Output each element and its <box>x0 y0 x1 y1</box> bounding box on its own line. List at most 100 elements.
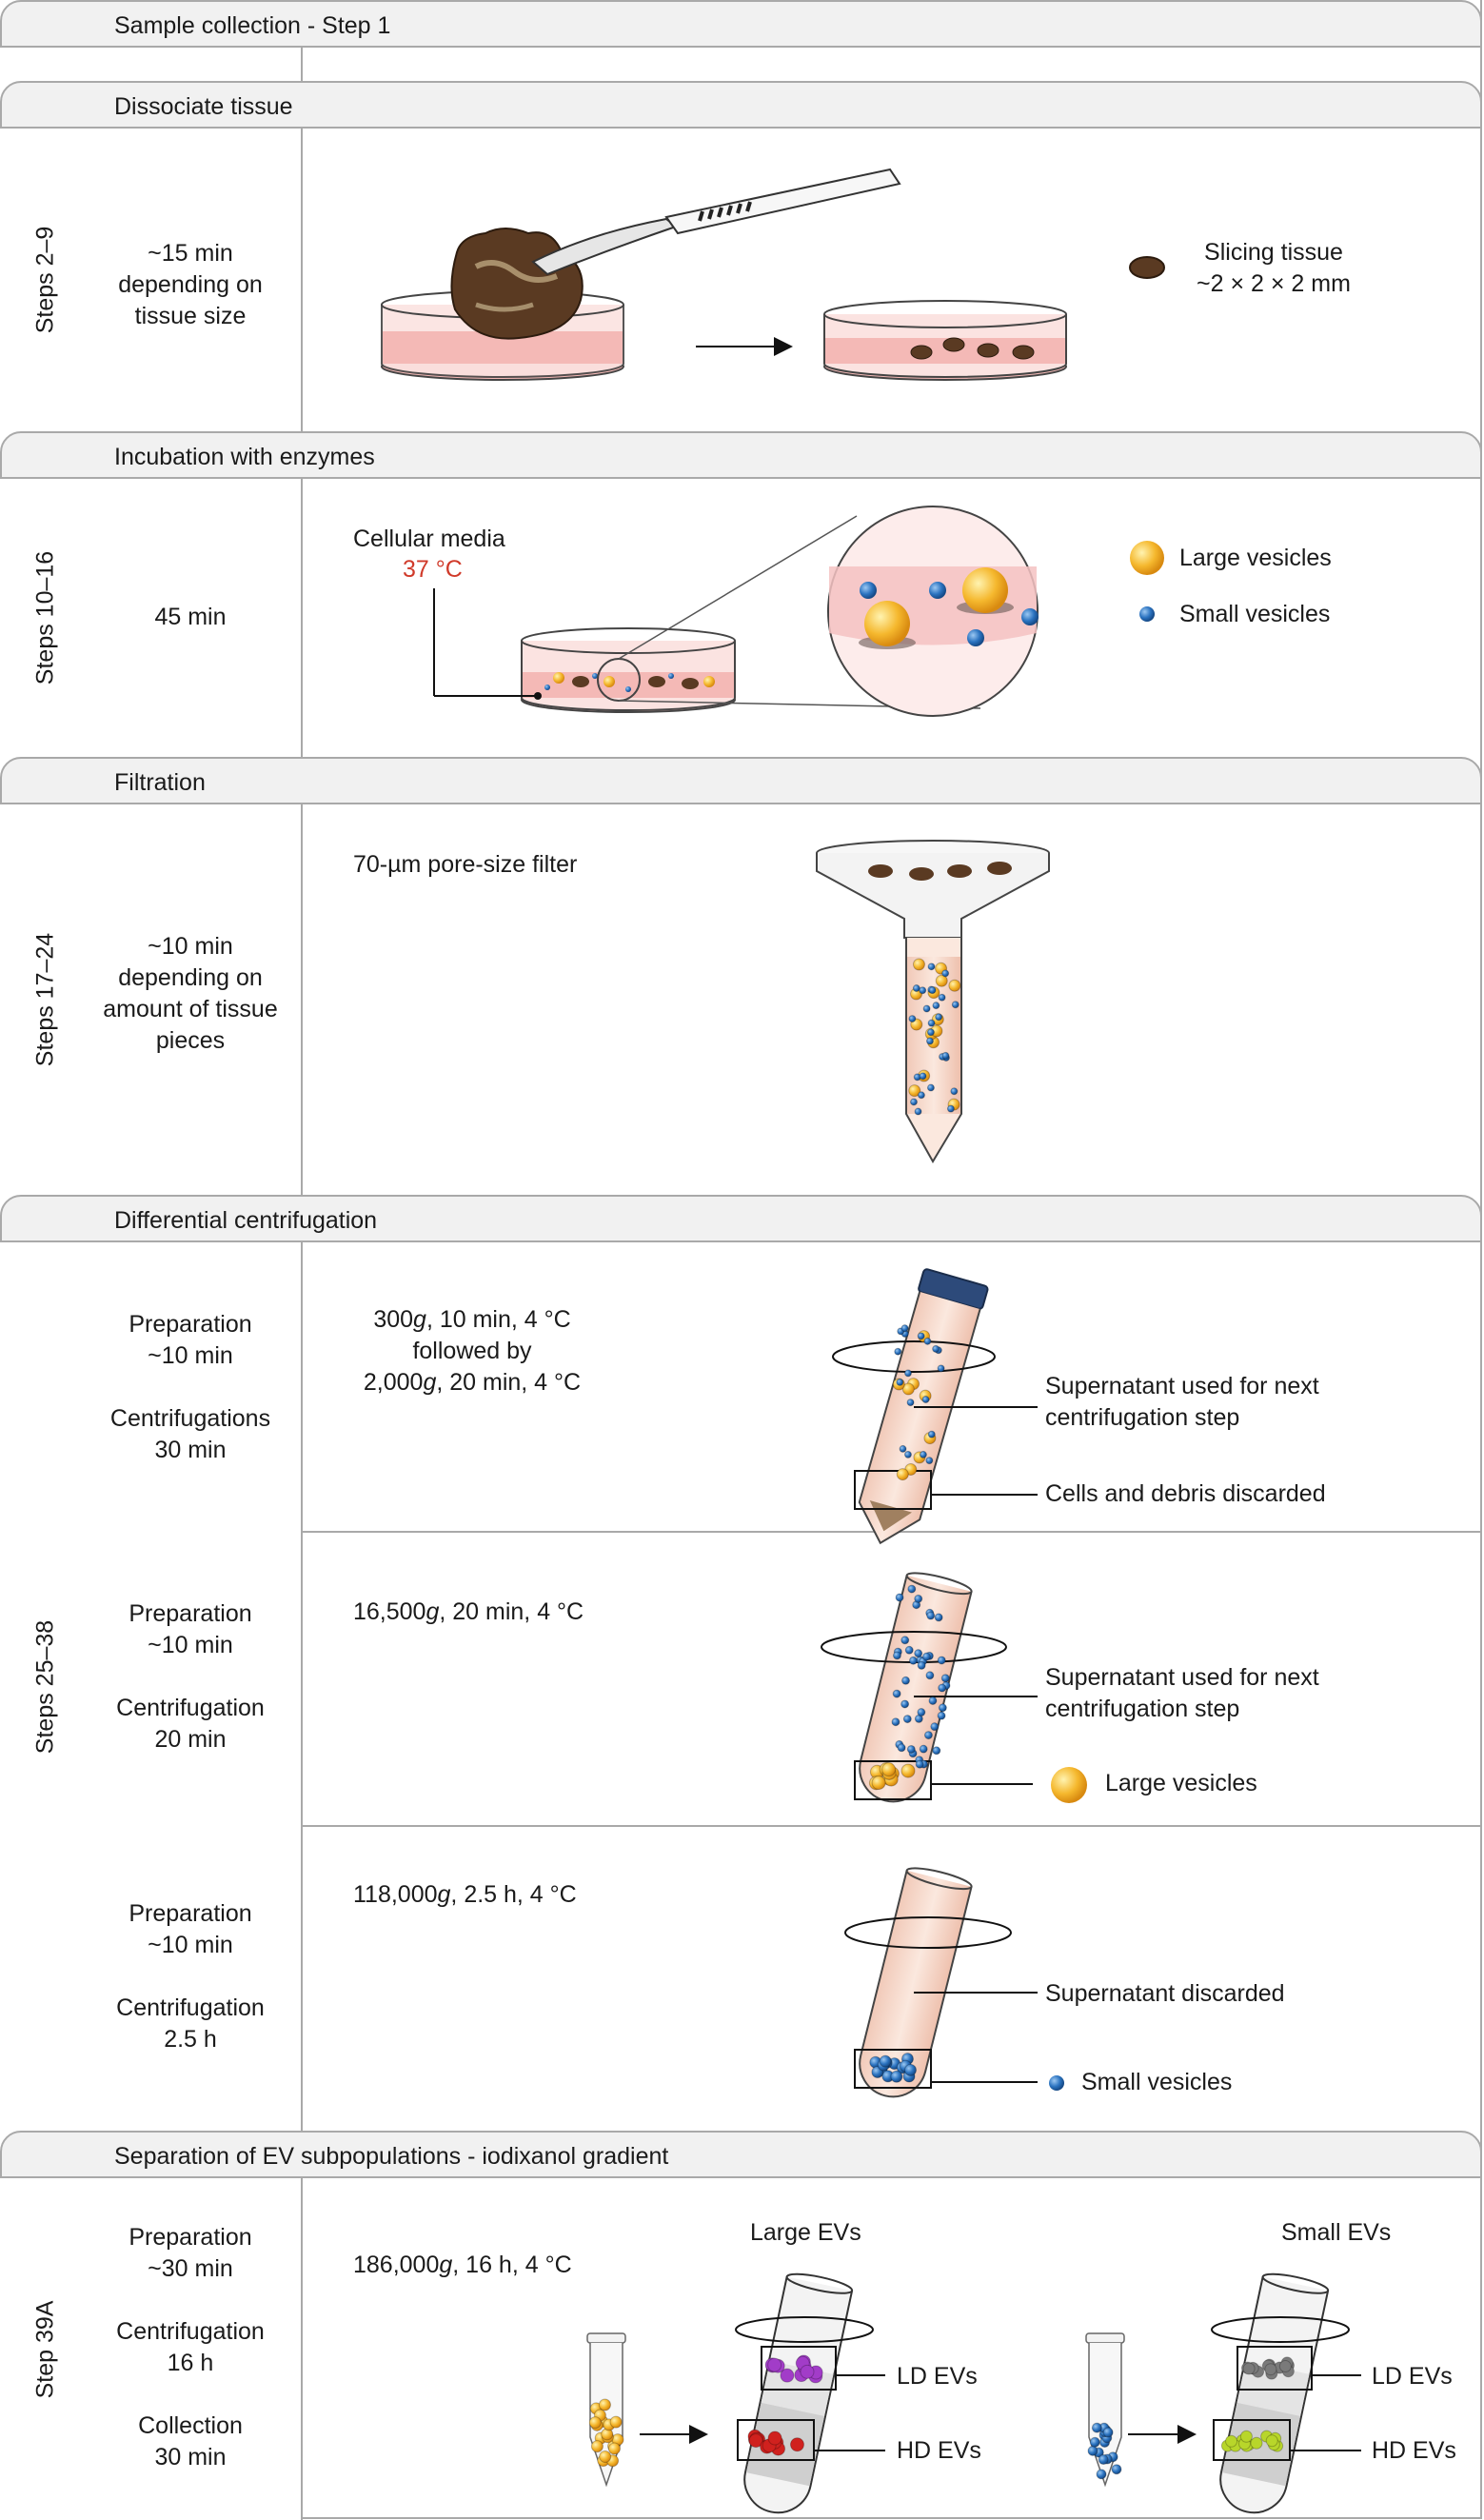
separation-conditions: 186,000g, 16 h, 4 °C <box>353 2252 572 2278</box>
small-vesicle <box>934 1613 943 1622</box>
section-title: Dissociate tissue <box>114 93 293 120</box>
small-vesicle <box>879 2054 892 2068</box>
small-vesicle <box>917 1091 925 1100</box>
cellular-media-label: Cellular media <box>353 526 505 552</box>
small-vesicle <box>919 1450 927 1458</box>
small-vesicle <box>912 984 920 993</box>
small-vesicle <box>938 1683 947 1693</box>
centrifuge-tube-3 <box>859 1867 973 2098</box>
small-vesicle <box>917 1332 925 1340</box>
small-vesicle <box>941 969 950 978</box>
small-vesicle <box>1091 2422 1102 2433</box>
small-vesicle <box>921 1396 930 1404</box>
small-vesicle <box>914 1649 923 1658</box>
hd-evs-label-large: HD EVs <box>897 2437 981 2464</box>
hd-evs-label-small: HD EVs <box>1372 2437 1456 2464</box>
small-vesicle <box>919 1072 927 1081</box>
large-vesicle <box>598 2398 611 2411</box>
small-vesicle <box>927 962 936 971</box>
small-vesicles-pellet-label: Small vesicles <box>1081 2069 1233 2095</box>
small-vesicle-icon <box>1139 606 1155 622</box>
small-vesicle <box>908 1015 917 1023</box>
small-vesicle <box>946 1104 955 1113</box>
small-vesicle <box>904 1645 914 1655</box>
large-vesicles-pellet-label: Large vesicles <box>1105 1770 1257 1796</box>
rotation-arrow-icon <box>735 2316 874 2343</box>
small-vesicle <box>914 1594 923 1603</box>
small-vesicle <box>908 1656 918 1665</box>
centrifugation-3-conditions: 118,000g, 2.5 h, 4 °C <box>353 1881 577 1908</box>
centrifugation-1-conditions: 300g, 10 min, 4 °C followed by 2,000g, 2… <box>363 1306 582 1396</box>
divider <box>301 1825 1482 1827</box>
small-vesicle <box>938 993 946 1002</box>
divider <box>301 804 303 1195</box>
small-vesicle <box>891 1717 900 1727</box>
large-vesicle <box>912 958 925 971</box>
supernatant-next-label-1: Supernatant used for next centrifugation… <box>1045 1373 1319 1431</box>
time-centrifugation-1: Preparation ~10 min Centrifugations 30 m… <box>109 1311 271 1463</box>
pellet-box <box>854 1470 932 1510</box>
hd-ev <box>767 2431 782 2446</box>
small-vesicle <box>917 1708 926 1717</box>
incubation-dish <box>433 588 736 713</box>
header-filtration: Filtration <box>0 757 1482 804</box>
large-vesicle <box>609 2415 623 2429</box>
small-vesicle <box>909 1098 918 1106</box>
hd-ev <box>789 2437 804 2452</box>
time-incubation: 45 min <box>154 604 227 630</box>
small-vesicles-label: Small vesicles <box>1179 601 1331 627</box>
ld-ev <box>1278 2359 1292 2372</box>
ld-evs-label-large: LD EVs <box>897 2363 978 2390</box>
zoom-inset <box>618 506 1039 717</box>
header-centrifugation: Differential centrifugation <box>0 1195 1482 1242</box>
divider <box>301 2517 1482 2519</box>
ld-ev <box>1242 2362 1256 2375</box>
rotation-arrow-icon <box>844 1916 1012 1949</box>
divider <box>301 2178 303 2520</box>
ld-evs-label-small: LD EVs <box>1372 2363 1453 2390</box>
small-vesicle <box>926 1028 935 1037</box>
rotation-arrow-icon <box>1211 2316 1350 2343</box>
small-vesicle <box>895 1593 904 1602</box>
time-centrifugation-3: Preparation ~10 min Centrifugation 2.5 h <box>116 1900 265 2053</box>
divider <box>301 129 303 431</box>
hd-box <box>737 2419 815 2461</box>
pellet-box <box>854 1760 932 1800</box>
small-vesicle <box>914 1107 922 1116</box>
divider <box>301 48 303 81</box>
small-vesicle <box>896 1378 904 1386</box>
filter-funnel <box>816 840 1050 939</box>
small-vesicle <box>1111 2464 1122 2475</box>
large-vesicle-icon <box>1130 541 1164 575</box>
large-vesicle <box>599 2450 612 2463</box>
small-vesicle <box>950 1087 959 1096</box>
small-vesicle <box>892 1689 901 1698</box>
small-vesicle <box>925 1457 934 1465</box>
small-vesicle <box>906 1399 915 1407</box>
small-vesicle <box>897 1743 906 1753</box>
section-title: Incubation with enzymes <box>114 444 375 470</box>
small-vesicle <box>890 2070 903 2083</box>
small-vesicle <box>1102 2427 1114 2438</box>
small-vesicle <box>917 1660 926 1670</box>
gradient-tube-small <box>1219 2272 1330 2514</box>
small-vesicle <box>900 1636 910 1645</box>
small-vesicle <box>927 1019 936 1027</box>
small-vesicle <box>938 1703 947 1713</box>
small-vesicle <box>940 1674 950 1683</box>
collection-tube <box>905 938 962 1163</box>
small-vesicle <box>925 1671 935 1680</box>
small-vesicle <box>903 1450 912 1458</box>
small-vesicle <box>923 1337 932 1345</box>
small-vesicle-icon <box>1049 2075 1064 2091</box>
small-vesicle <box>903 1369 912 1378</box>
small-vesicle <box>937 1656 946 1665</box>
small-vesicle <box>930 1722 940 1732</box>
small-vesicle <box>932 1746 941 1756</box>
hd-ev <box>1239 2430 1253 2443</box>
section-title: Differential centrifugation <box>114 1207 378 1234</box>
small-vesicle <box>915 1759 924 1769</box>
large-vesicle <box>607 2442 621 2455</box>
small-vesicle <box>1087 2445 1098 2456</box>
gradient-tube-large <box>743 2272 854 2514</box>
